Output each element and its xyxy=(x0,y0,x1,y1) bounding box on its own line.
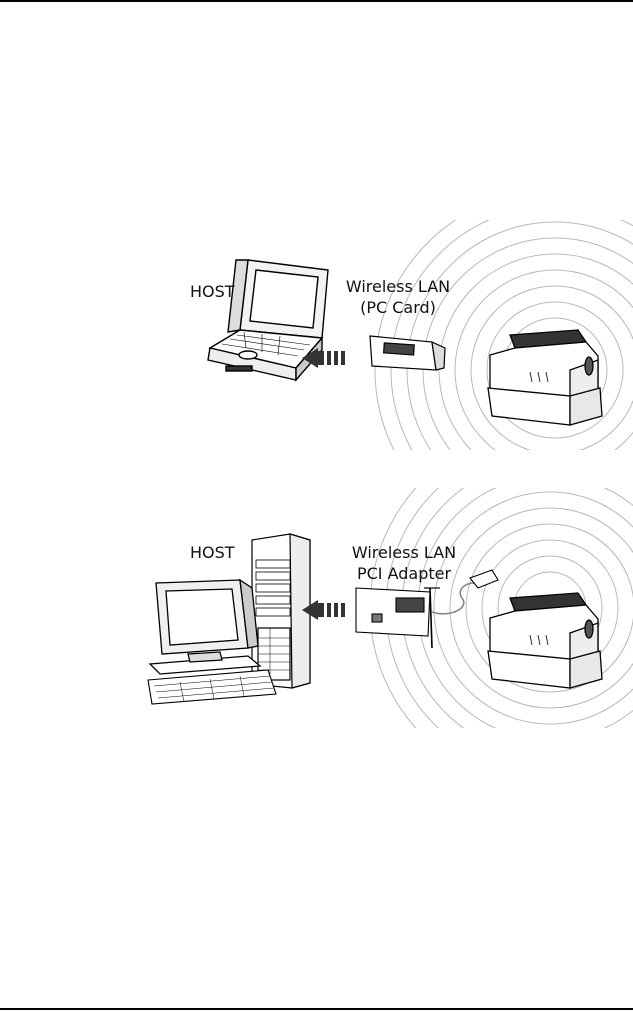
device-label-2-line1: Wireless LAN xyxy=(352,543,456,562)
figure-pc-card: HOST Wireless LAN (PC Card) xyxy=(0,220,633,450)
pc-card-icon xyxy=(370,336,445,370)
pci-adapter-icon xyxy=(356,588,440,648)
device-label-line1: Wireless LAN xyxy=(346,277,450,296)
device-label-line2: (PC Card) xyxy=(360,298,436,317)
host-label-2: HOST xyxy=(190,543,235,562)
tower-pc-icon xyxy=(252,534,310,688)
device-label-2-line2: PCI Adapter xyxy=(357,564,452,583)
access-point-icon xyxy=(488,330,602,425)
host-label: HOST xyxy=(190,282,235,301)
top-rule xyxy=(0,0,633,2)
figure-pci-adapter: HOST Wireless LAN PCI Adapter xyxy=(0,488,633,728)
access-point-icon-2 xyxy=(488,593,602,688)
bottom-rule xyxy=(0,1008,633,1010)
monitor-icon xyxy=(150,580,260,674)
keyboard-icon xyxy=(148,670,276,704)
